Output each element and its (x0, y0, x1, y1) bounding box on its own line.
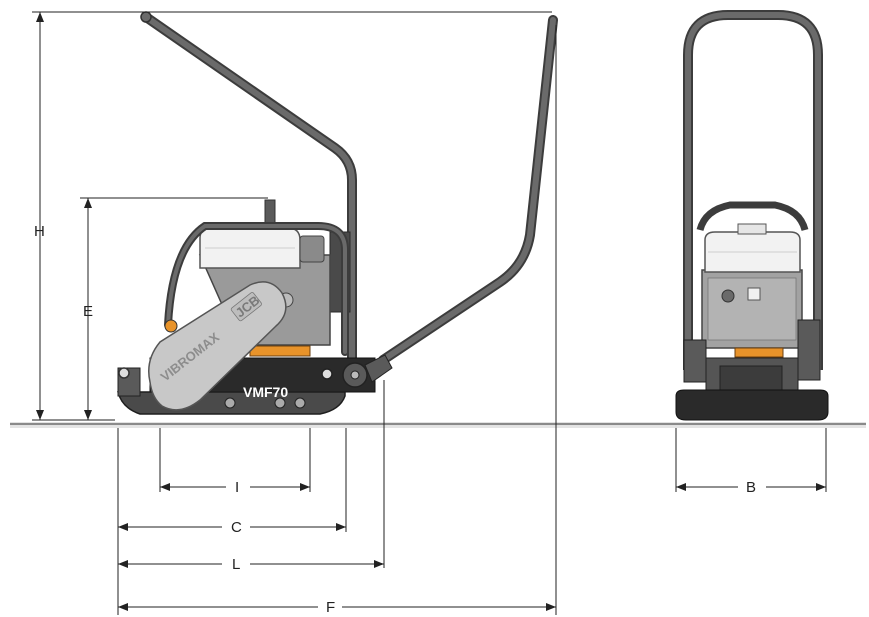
dim-label-i: I (235, 479, 239, 496)
side-view-machine: VIBROMAX JCB VMF70 (117, 11, 558, 415)
dim-label-h: H (34, 223, 45, 240)
dim-label-b: B (746, 479, 756, 496)
dimension-lines (32, 11, 827, 615)
dim-label-c: C (231, 519, 242, 536)
ground-line (10, 422, 866, 428)
dim-label-e: E (83, 303, 93, 320)
front-view-machine (675, 10, 829, 421)
dim-label-f: F (326, 599, 335, 616)
dim-label-l: L (232, 556, 240, 573)
belt-guard (148, 281, 287, 411)
dimension-labels: H E I C L F B (34, 223, 756, 616)
model-label: VMF70 (243, 384, 288, 400)
handle-extended (378, 15, 558, 365)
